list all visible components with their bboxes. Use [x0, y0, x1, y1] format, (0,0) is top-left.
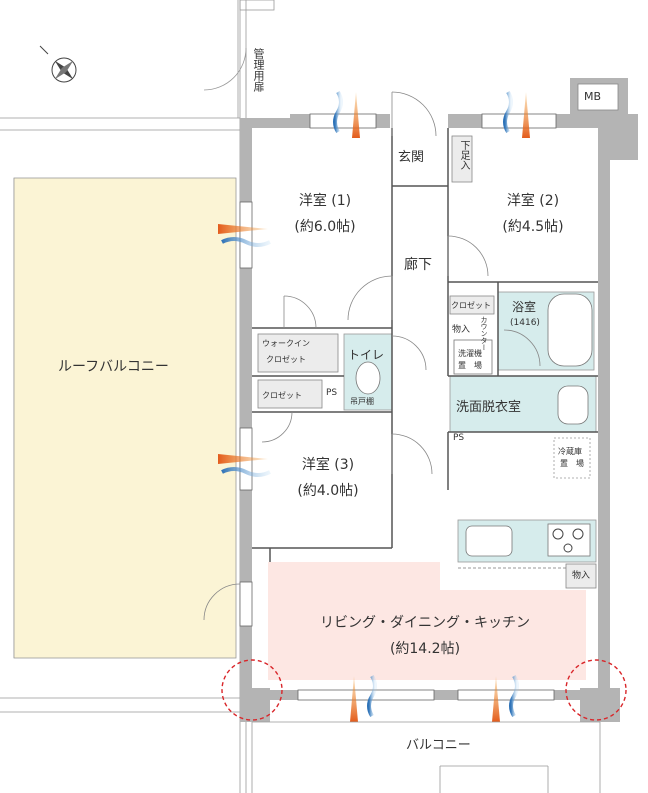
fridge-place-label: 置 場 [560, 459, 584, 468]
bath-size-label: (1416) [510, 318, 540, 328]
closet2-label: クロゼット [262, 391, 302, 400]
washbasin [557, 385, 589, 425]
closet-top-label: クロゼット [451, 301, 491, 310]
interior-walls [252, 128, 598, 562]
storage-label: 物入 [452, 325, 471, 335]
management-door [203, 0, 275, 91]
burner-3 [563, 543, 573, 553]
washroom-label: 洗面脱衣室 [456, 400, 522, 415]
room3-label: 洋室 (3) (約4.0帖) [297, 457, 359, 499]
shoe-storage-label: 下足入 [458, 140, 469, 170]
fridge-box [553, 437, 591, 479]
ldk-floor [268, 562, 586, 680]
kitchen-stove [547, 523, 591, 557]
washer-place-label: 置 場 [458, 361, 482, 370]
toilet-bowl [355, 361, 381, 395]
bathtub [547, 293, 593, 367]
mb-box [577, 83, 619, 111]
marker-circle-right [565, 659, 627, 721]
management-door-label: 管理用扉 [252, 48, 265, 92]
room2-label: 洋室 (2) (約4.5帖) [502, 193, 564, 235]
toilet-label: トイレ [348, 348, 385, 362]
entrance-label: 玄関 [398, 150, 425, 165]
bath-label: 浴室 [512, 300, 537, 314]
ps2-label: PS [453, 433, 465, 443]
mb-label: MB [584, 90, 602, 103]
compass-icon [39, 45, 77, 83]
closet-boxes [257, 135, 597, 589]
fridge-label: 冷蔵庫 [558, 447, 582, 456]
storage2-label: 物入 [572, 571, 591, 581]
ldk-label: リビング・ダイニング・キッチン (約14.2帖) [320, 615, 530, 657]
kitchen-sink [465, 525, 513, 557]
walkin-closet-label-2: クロゼット [266, 355, 306, 364]
building-walls [240, 78, 638, 722]
washing-machine-box [453, 339, 493, 375]
counter-label: カウンター [480, 316, 488, 351]
balcony-label: バルコニー [406, 738, 471, 753]
roof-balcony-label: ルーフバルコニー [58, 359, 169, 375]
burner-2 [572, 528, 584, 540]
hallway-label: 廊下 [404, 257, 432, 273]
burner-1 [552, 528, 564, 540]
vent-markers [218, 90, 530, 722]
washer-label: 洗濯機 [458, 349, 482, 358]
balcony-outline [251, 721, 601, 793]
ps-label: PS [326, 388, 338, 398]
windows [239, 113, 557, 701]
doors [203, 91, 541, 621]
room1-label: 洋室 (1) (約6.0帖) [294, 193, 356, 235]
marker-circle-left [221, 659, 283, 721]
roof-balcony [13, 177, 237, 659]
walkin-closet-label-1: ウォークイン [262, 339, 310, 348]
cabinet-label: 吊戸棚 [350, 397, 374, 406]
